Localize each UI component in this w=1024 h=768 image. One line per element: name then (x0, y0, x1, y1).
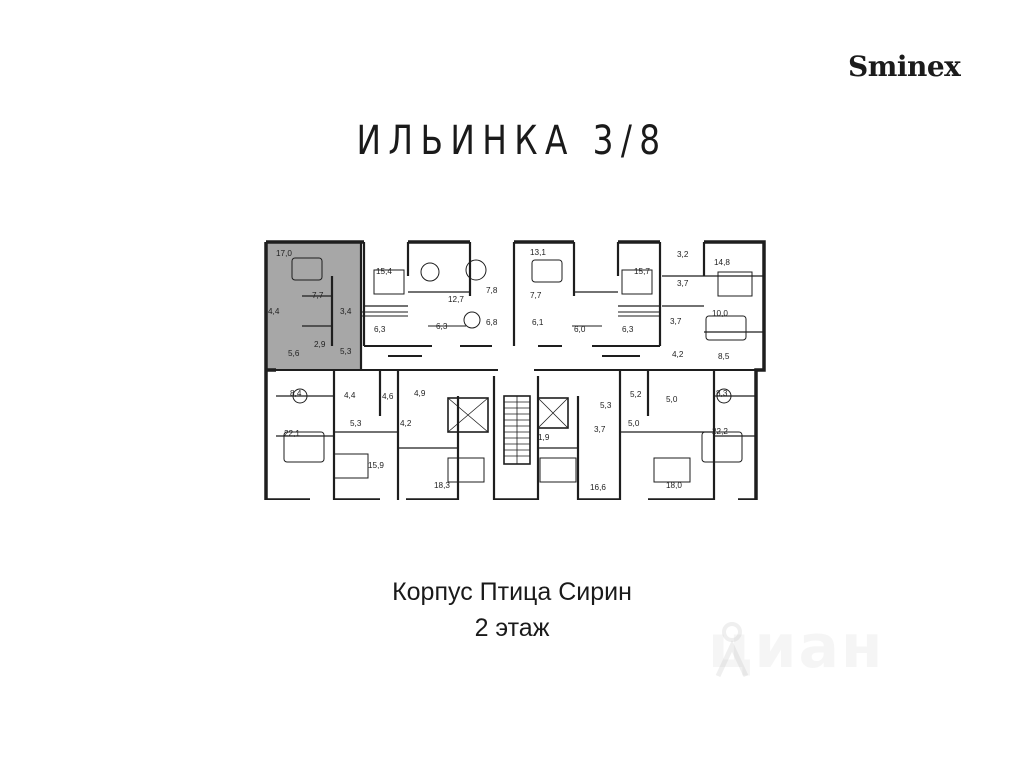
room-area: 17,0 (276, 249, 292, 258)
room-area: 6,0 (574, 325, 586, 334)
room-area: 15,7 (634, 267, 650, 276)
room-area: 7,7 (530, 291, 542, 300)
room-area: 6,8 (486, 318, 498, 327)
room-area: 6,3 (622, 325, 634, 334)
room-area: 13,1 (530, 248, 546, 257)
room-area: 4,4 (344, 391, 356, 400)
room-area-labels: 17,0 7,7 4,4 3,4 2,9 5,6 5,3 15,4 6,3 12… (268, 248, 730, 492)
room-area: 3,7 (670, 317, 682, 326)
room-area: 5,3 (600, 401, 612, 410)
room-area: 3,4 (340, 307, 352, 316)
room-area: 3,2 (677, 250, 689, 259)
room-area: 3,7 (594, 425, 606, 434)
room-area: 5,0 (628, 419, 640, 428)
room-area: 4,2 (400, 419, 412, 428)
room-area: 4,9 (414, 389, 426, 398)
room-area: 18,3 (434, 481, 450, 490)
room-area: 8,4 (290, 389, 302, 398)
room-area: 8,3 (716, 389, 728, 398)
room-area: 15,4 (376, 267, 392, 276)
sminex-logo: Sminex (848, 50, 961, 83)
room-area: 15,9 (368, 461, 384, 470)
room-area: 10,0 (712, 309, 728, 318)
room-area: 5,2 (630, 390, 642, 399)
room-area: 5,3 (340, 347, 352, 356)
room-area: 6,1 (532, 318, 544, 327)
floor-plan-walls (264, 240, 766, 500)
room-area: 22,2 (712, 427, 728, 436)
room-area: 3,7 (677, 279, 689, 288)
room-area: 22,1 (284, 429, 300, 438)
room-area: 5,3 (350, 419, 362, 428)
room-area: 14,8 (714, 258, 730, 267)
building-name: Корпус Птица Сирин (392, 578, 632, 606)
room-area: 4,4 (268, 307, 280, 316)
highlighted-unit (266, 242, 361, 370)
room-area: 2,9 (314, 340, 326, 349)
room-area: 5,6 (288, 349, 300, 358)
room-area: 7,8 (486, 286, 498, 295)
cian-watermark-icon (715, 622, 749, 678)
cian-watermark: циан (708, 612, 885, 682)
room-area: 7,7 (312, 291, 324, 300)
room-area: 6,3 (436, 322, 448, 331)
room-area: 18,0 (666, 481, 682, 490)
room-area: 12,7 (448, 295, 464, 304)
room-area: 8,5 (718, 352, 730, 361)
room-area: 16,6 (590, 483, 606, 492)
room-area: 5,0 (666, 395, 678, 404)
page-title: ИЛЬИНКА 3/8 (356, 118, 668, 164)
room-area: 6,3 (374, 325, 386, 334)
floor-plan: 17,0 7,7 4,4 3,4 2,9 5,6 5,3 15,4 6,3 12… (264, 240, 766, 500)
floor-number: 2 этаж (474, 614, 550, 642)
room-area: 4,6 (382, 392, 394, 401)
room-area: 1,9 (538, 433, 550, 442)
room-area: 4,2 (672, 350, 684, 359)
